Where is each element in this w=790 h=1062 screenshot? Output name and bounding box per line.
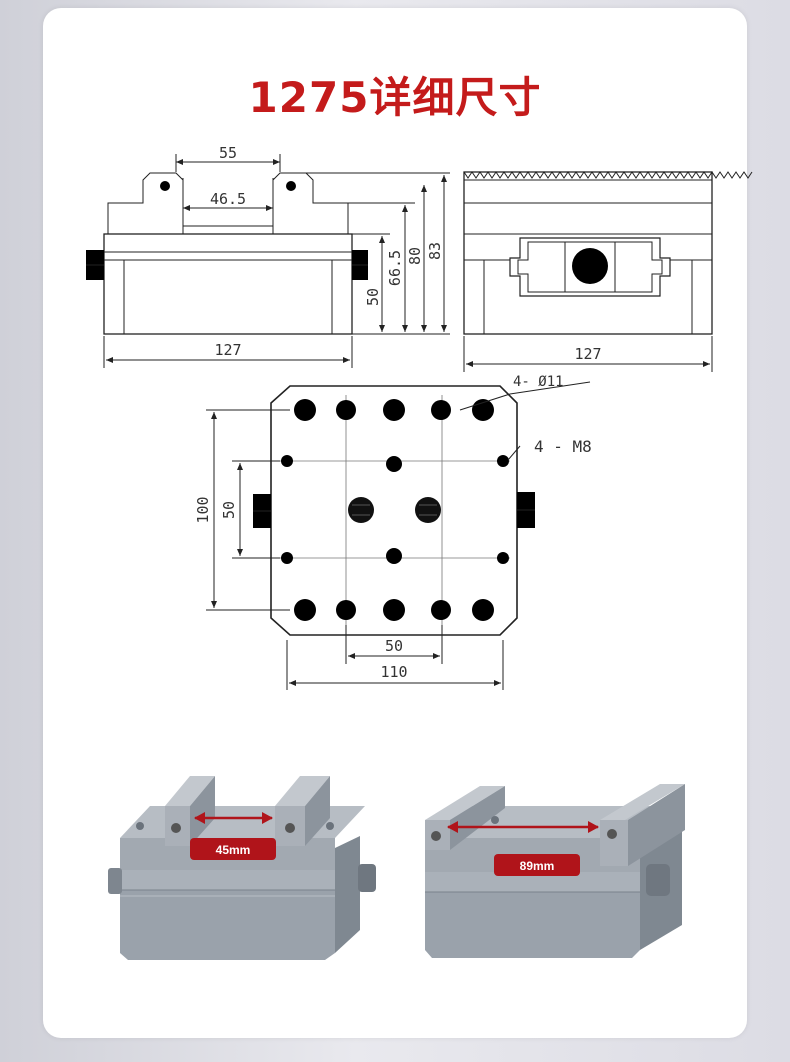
- dim-127-side: 127: [574, 345, 601, 363]
- dim-46-5: 46.5: [210, 190, 246, 208]
- dim-50-horizontal: 50: [385, 637, 403, 655]
- dim-127-front: 127: [214, 341, 241, 359]
- dim-80: 80: [406, 247, 424, 265]
- dim-50: 50: [364, 288, 382, 306]
- dim-110: 110: [380, 663, 407, 681]
- vise-photo-right: 89mm: [425, 784, 685, 958]
- dim-83: 83: [426, 242, 444, 260]
- dim-50-vertical: 50: [220, 501, 238, 519]
- right-width-label: 89mm: [520, 859, 555, 873]
- holes-callout: 4- Ø11: [513, 374, 564, 390]
- dim-55: 55: [219, 144, 237, 162]
- vise-photo-left: 45mm: [108, 776, 376, 960]
- dim-100: 100: [194, 496, 212, 523]
- side-view: 127: [463, 171, 753, 372]
- left-width-badge: [190, 838, 276, 860]
- front-view: 55 46.5 50 66.5 80 83 127: [86, 144, 450, 368]
- serration: [463, 171, 753, 179]
- dim-66-5: 66.5: [386, 250, 404, 286]
- page-title: 1275详细尺寸: [248, 73, 542, 122]
- thread-callout: 4 - M8: [534, 437, 592, 456]
- left-width-label: 45mm: [216, 843, 251, 857]
- top-view: 4- Ø11 4 - M8 100 50 50 110: [194, 374, 592, 690]
- right-width-badge: [494, 854, 580, 876]
